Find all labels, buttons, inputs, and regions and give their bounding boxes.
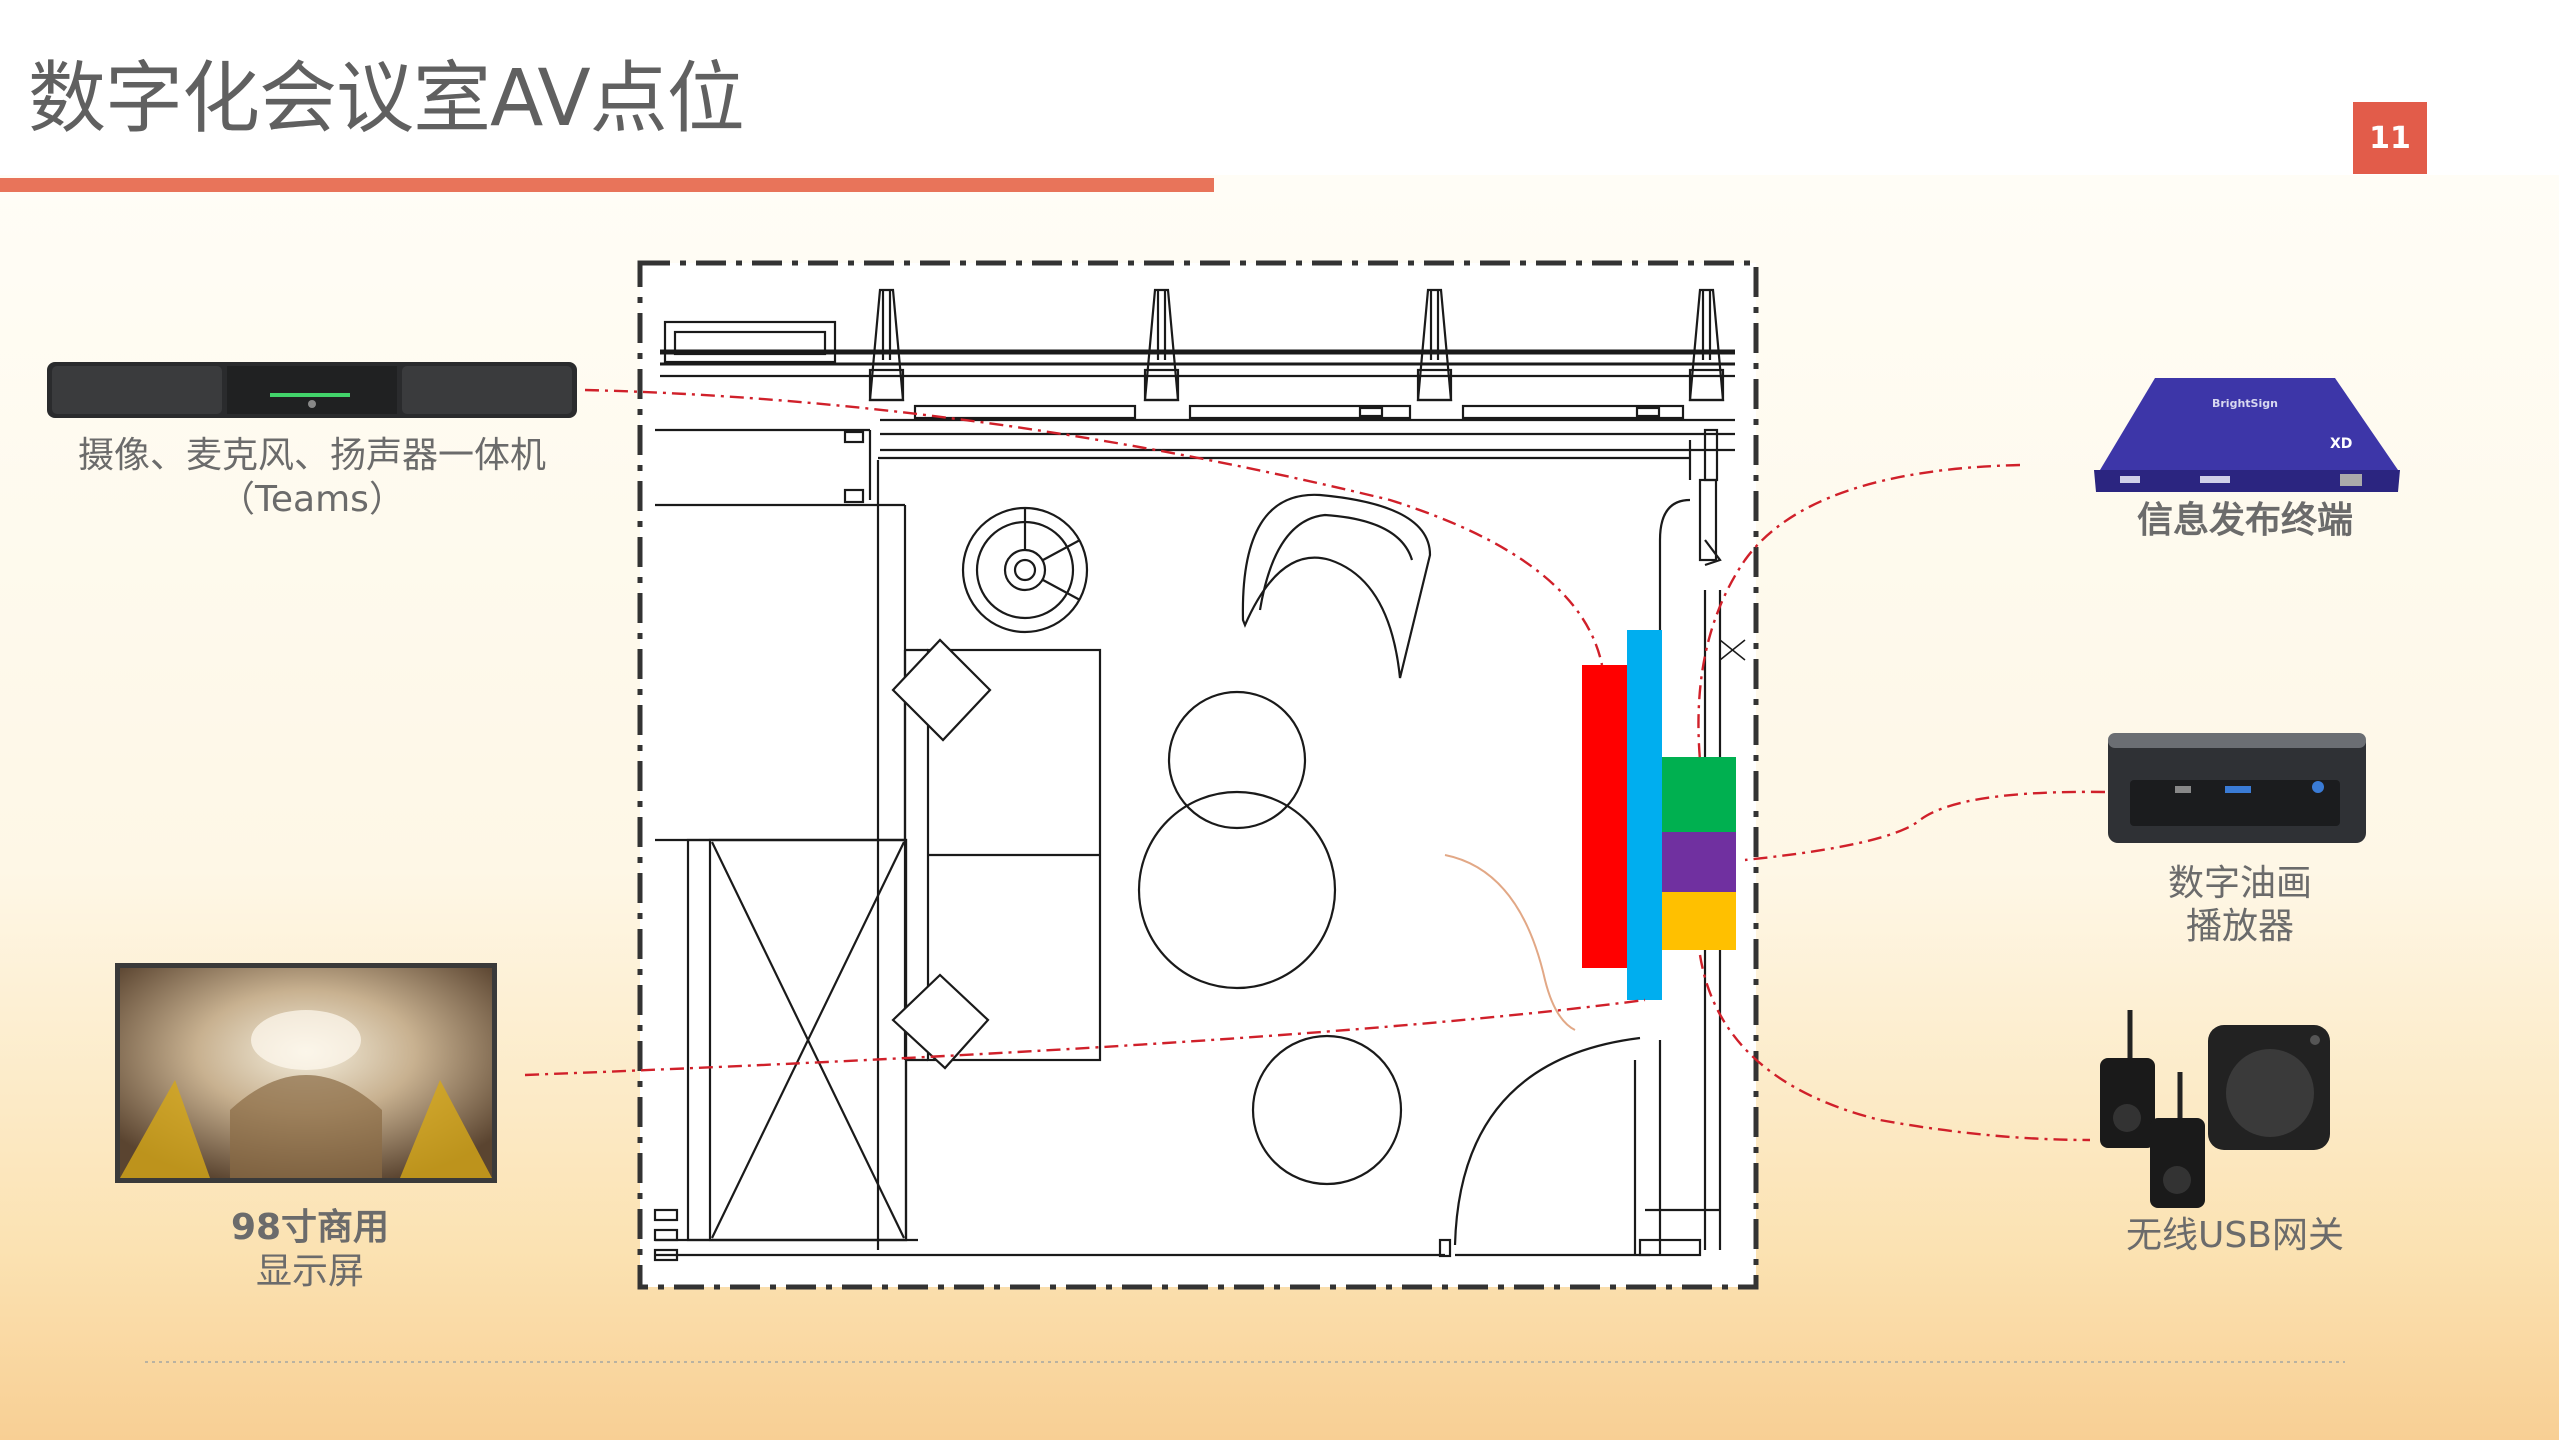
signage-player-model: XD — [2330, 436, 2353, 452]
lounge-chair — [1241, 493, 1432, 679]
room-boundary — [637, 260, 1759, 1290]
title-accent-bar — [0, 178, 1214, 192]
window-wall — [660, 288, 1735, 452]
mullion-1 — [868, 288, 905, 402]
art-player-label-line1: 数字油画 — [2167, 863, 2312, 904]
mullion-3 — [1416, 288, 1453, 402]
wall-strip-purple — [1662, 832, 1736, 892]
wireless-gateway-label: 无线USB网关 — [2126, 1215, 2344, 1256]
signage-player-label: 信息发布终端 — [2136, 500, 2353, 541]
wall-strip-blue — [1627, 630, 1662, 1000]
slide-title: 数字化会议室AV点位 — [28, 54, 745, 144]
page-number-badge: 11 — [2353, 102, 2427, 174]
display-label-line1: 98寸商用 — [230, 1207, 390, 1248]
connection-lines — [524, 388, 2106, 1142]
coffee-table-small — [1167, 690, 1307, 830]
coffee-table-bottom — [1251, 1034, 1403, 1186]
sofa — [891, 638, 1102, 1070]
connection-display — [524, 998, 1646, 1077]
mullion-2 — [1143, 288, 1180, 402]
art-player-label-line2: 播放器 — [2185, 906, 2294, 947]
coffee-table-large — [1137, 790, 1337, 990]
connection-signage-player — [1697, 463, 2021, 761]
door — [918, 1036, 1650, 1258]
connection-camera-bar — [584, 388, 1604, 666]
wireless-dongle-icon — [2100, 1010, 2330, 1208]
guide-curve — [1444, 854, 1576, 1031]
floor-plan — [637, 260, 1759, 1290]
mini-pc-icon — [2108, 733, 2366, 843]
connection-art-player — [1744, 790, 2106, 862]
display-label-line2: 显示屏 — [255, 1251, 364, 1292]
wall-strip-green — [1662, 757, 1736, 832]
camera-bar-label-line1: 摄像、麦克风、扬声器一体机 — [77, 435, 546, 476]
wall-strip-yellow — [1662, 892, 1736, 950]
connection-wireless-gateway — [1698, 954, 2091, 1142]
mullion-4 — [1688, 288, 1725, 402]
media-player-icon — [2094, 378, 2400, 492]
signage-player-brand: BrightSign — [2212, 397, 2278, 410]
wall-strip-red — [1582, 665, 1627, 968]
camera-bar-label-line2: （Teams） — [219, 479, 405, 520]
display-screen-icon — [115, 963, 497, 1183]
round-side-table — [961, 506, 1089, 634]
video-bar-icon — [47, 362, 577, 418]
